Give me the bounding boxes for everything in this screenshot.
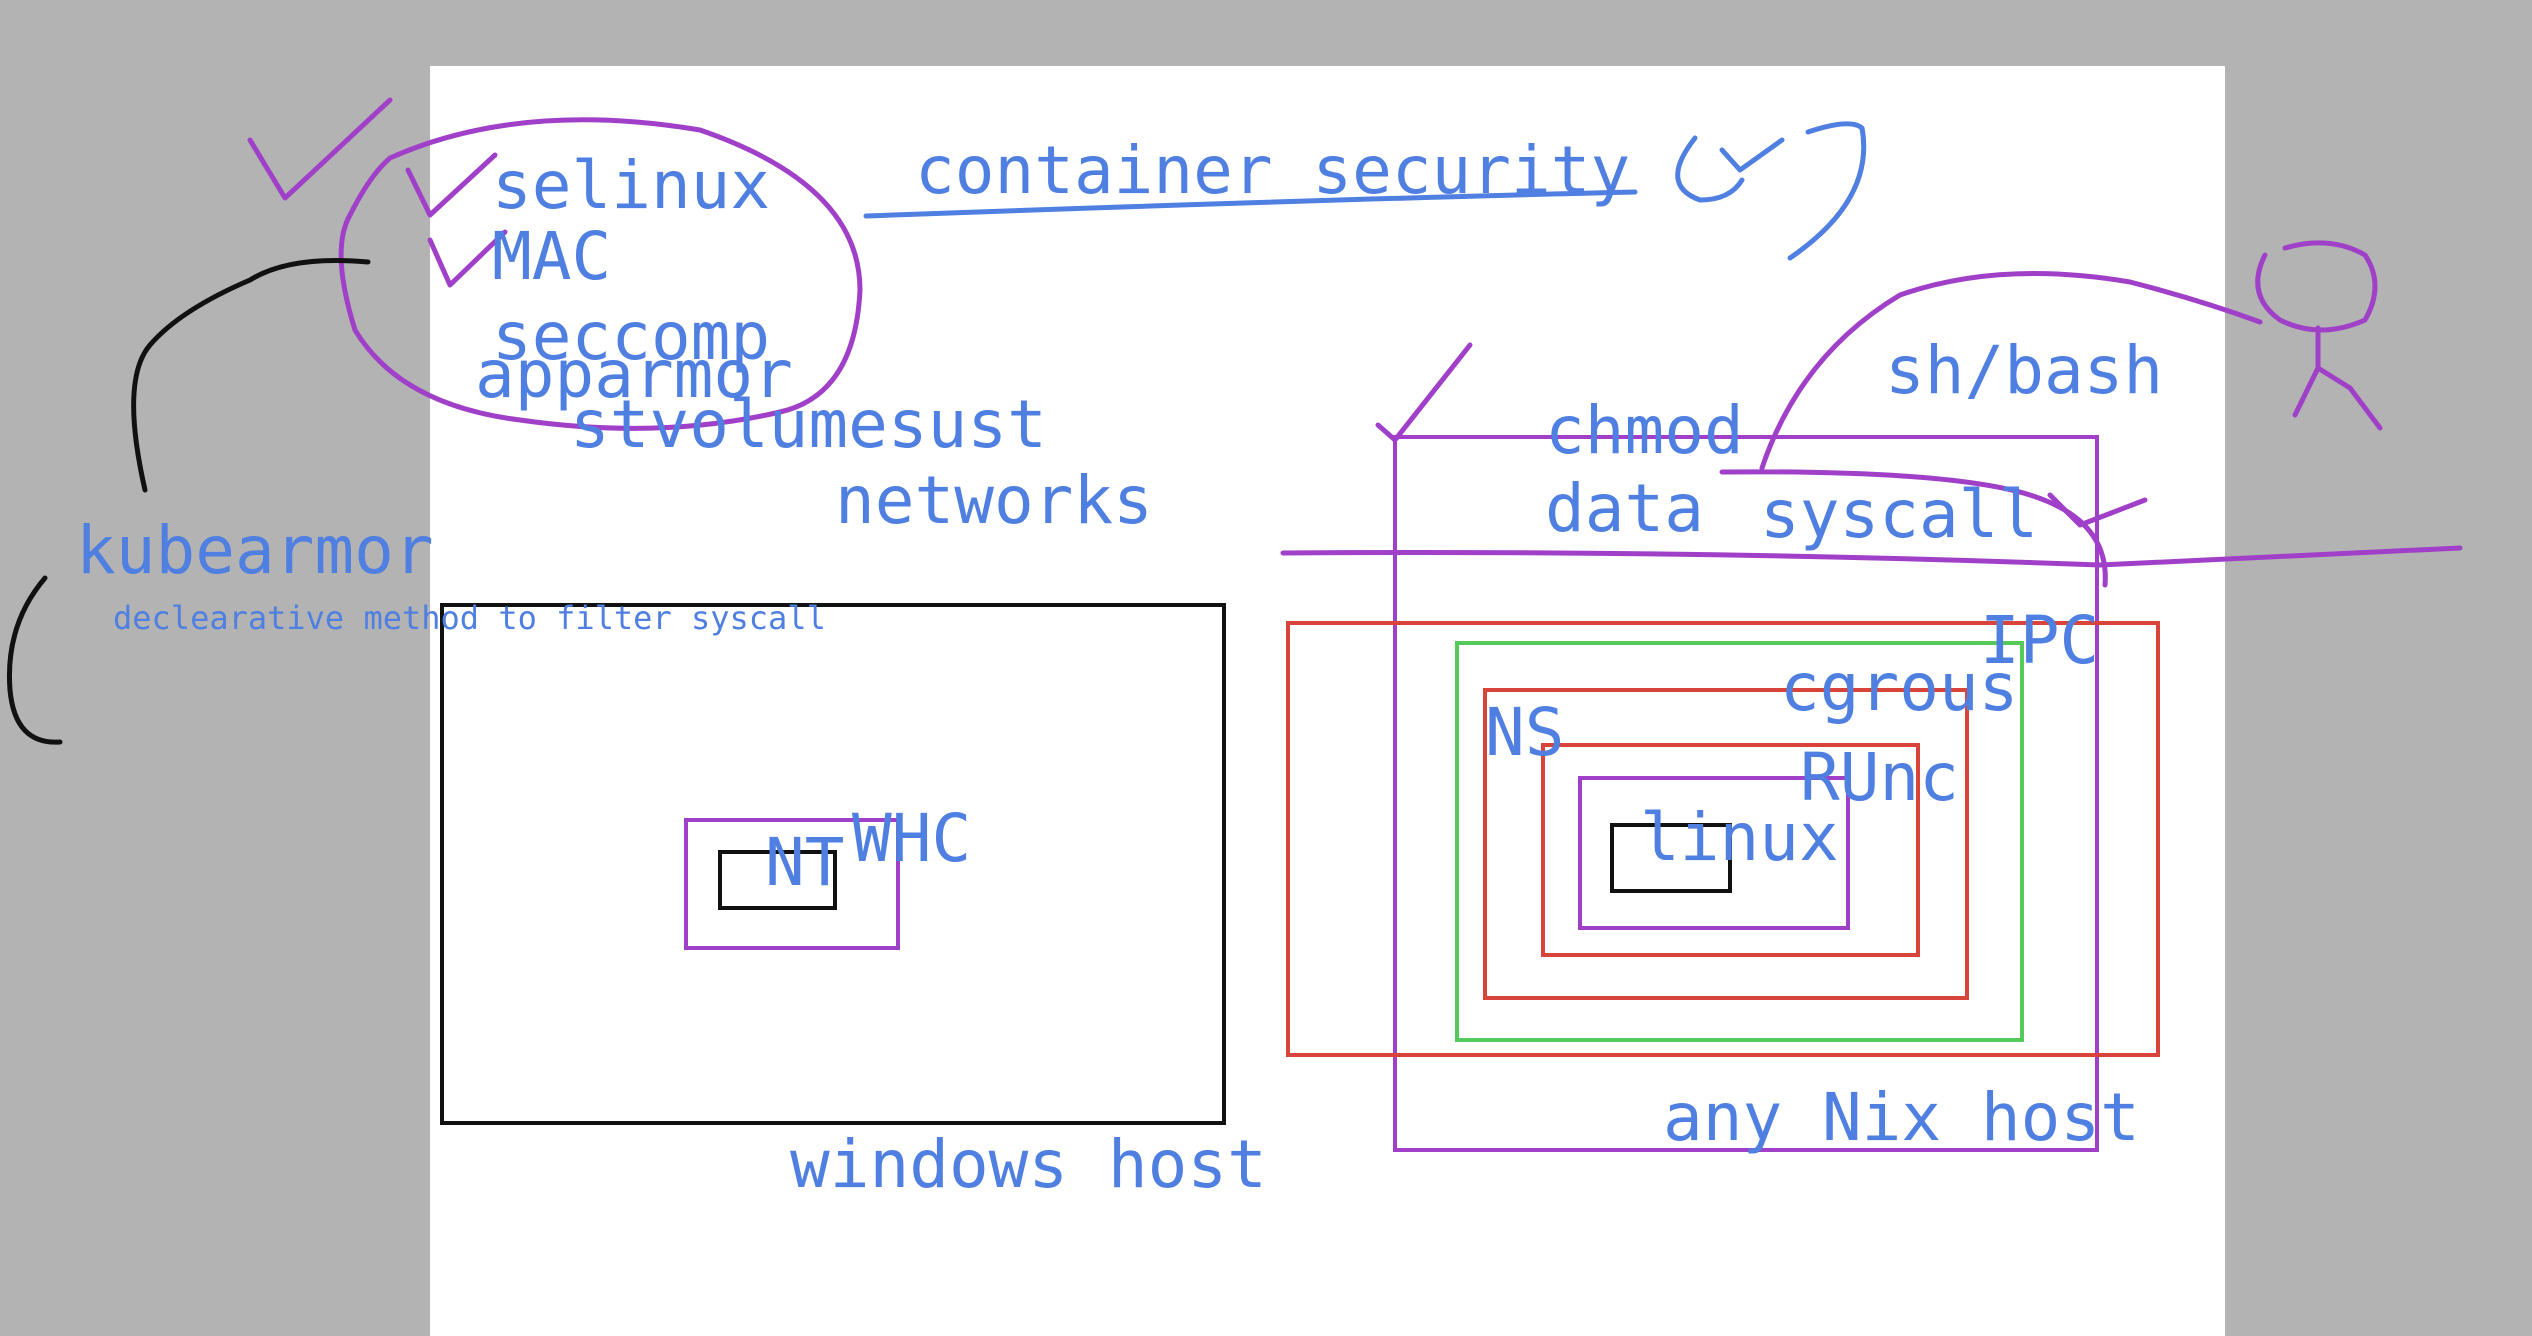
windows-host-box [440,603,1226,1125]
nix-purple-inner-box [1578,776,1850,930]
nix-outer-purple-box [1393,435,2099,1152]
note-networks: networks [835,462,1153,539]
syscall-boundary-line [1280,545,2463,568]
nix-red-outer-box [1286,621,2160,1057]
nix-layer-runc: RUnc [1800,739,1959,816]
nix-host-label: any Nix host [1663,1079,2140,1156]
lsm-item-apparmor: apparmor [475,336,793,413]
title-bracket [1787,121,1867,261]
nix-red-inner-box [1541,743,1920,957]
syscall-arrow-head [2047,492,2148,528]
nix-label-chmod: chmod [1545,392,1744,469]
nix-layer-ipc: IPC [1980,602,2100,679]
nix-layer-ns: NS [1485,694,1565,771]
title-check-mark [1675,135,1745,203]
lsm-circle [338,117,863,431]
nix-green-box [1455,641,2024,1042]
user-stick-figure-head [2255,240,2378,333]
diagram-title: container security [915,132,1631,209]
check-mark-selinux [405,152,498,218]
windows-kernel-box [718,850,837,910]
nix-red-middle-box [1483,688,1969,1000]
note-stvolumesust: stvolumesust [570,386,1047,463]
nix-label-data: data [1545,470,1704,547]
check-mark-left [247,97,393,201]
lsm-item-seccomp: seccomp [492,298,771,375]
title-check-mark-2 [1719,137,1785,173]
kubearmor-label: kubearmor [76,512,434,589]
nix-layer-linux: linux [1640,799,1839,876]
nix-label-syscall: syscall [1760,476,2039,553]
lsm-item-mac: MAC [492,218,612,295]
user-stick-figure-body [2292,325,2383,431]
windows-container-label: WHC [852,800,972,877]
windows-host-label: windows host [790,1126,1267,1203]
syscall-arrow [1719,469,2108,588]
check-mark-mac [427,229,508,288]
kubearmor-description: declearative method to filter syscall [113,599,826,637]
windows-container-box [684,818,900,950]
windows-kernel-label: NT [765,824,845,901]
lsm-item-selinux: selinux [492,147,771,224]
check-mark-right [1375,342,1473,443]
user-arc [1759,271,2263,471]
nix-layer-cgroups: cgrous [1780,649,2019,726]
title-underline [863,189,1638,219]
nix-kernel-box [1610,823,1732,893]
kubearmor-bracket [6,575,63,745]
kubearmor-link-curve [131,258,371,493]
nix-label-sh-bash: sh/bash [1885,332,2164,409]
